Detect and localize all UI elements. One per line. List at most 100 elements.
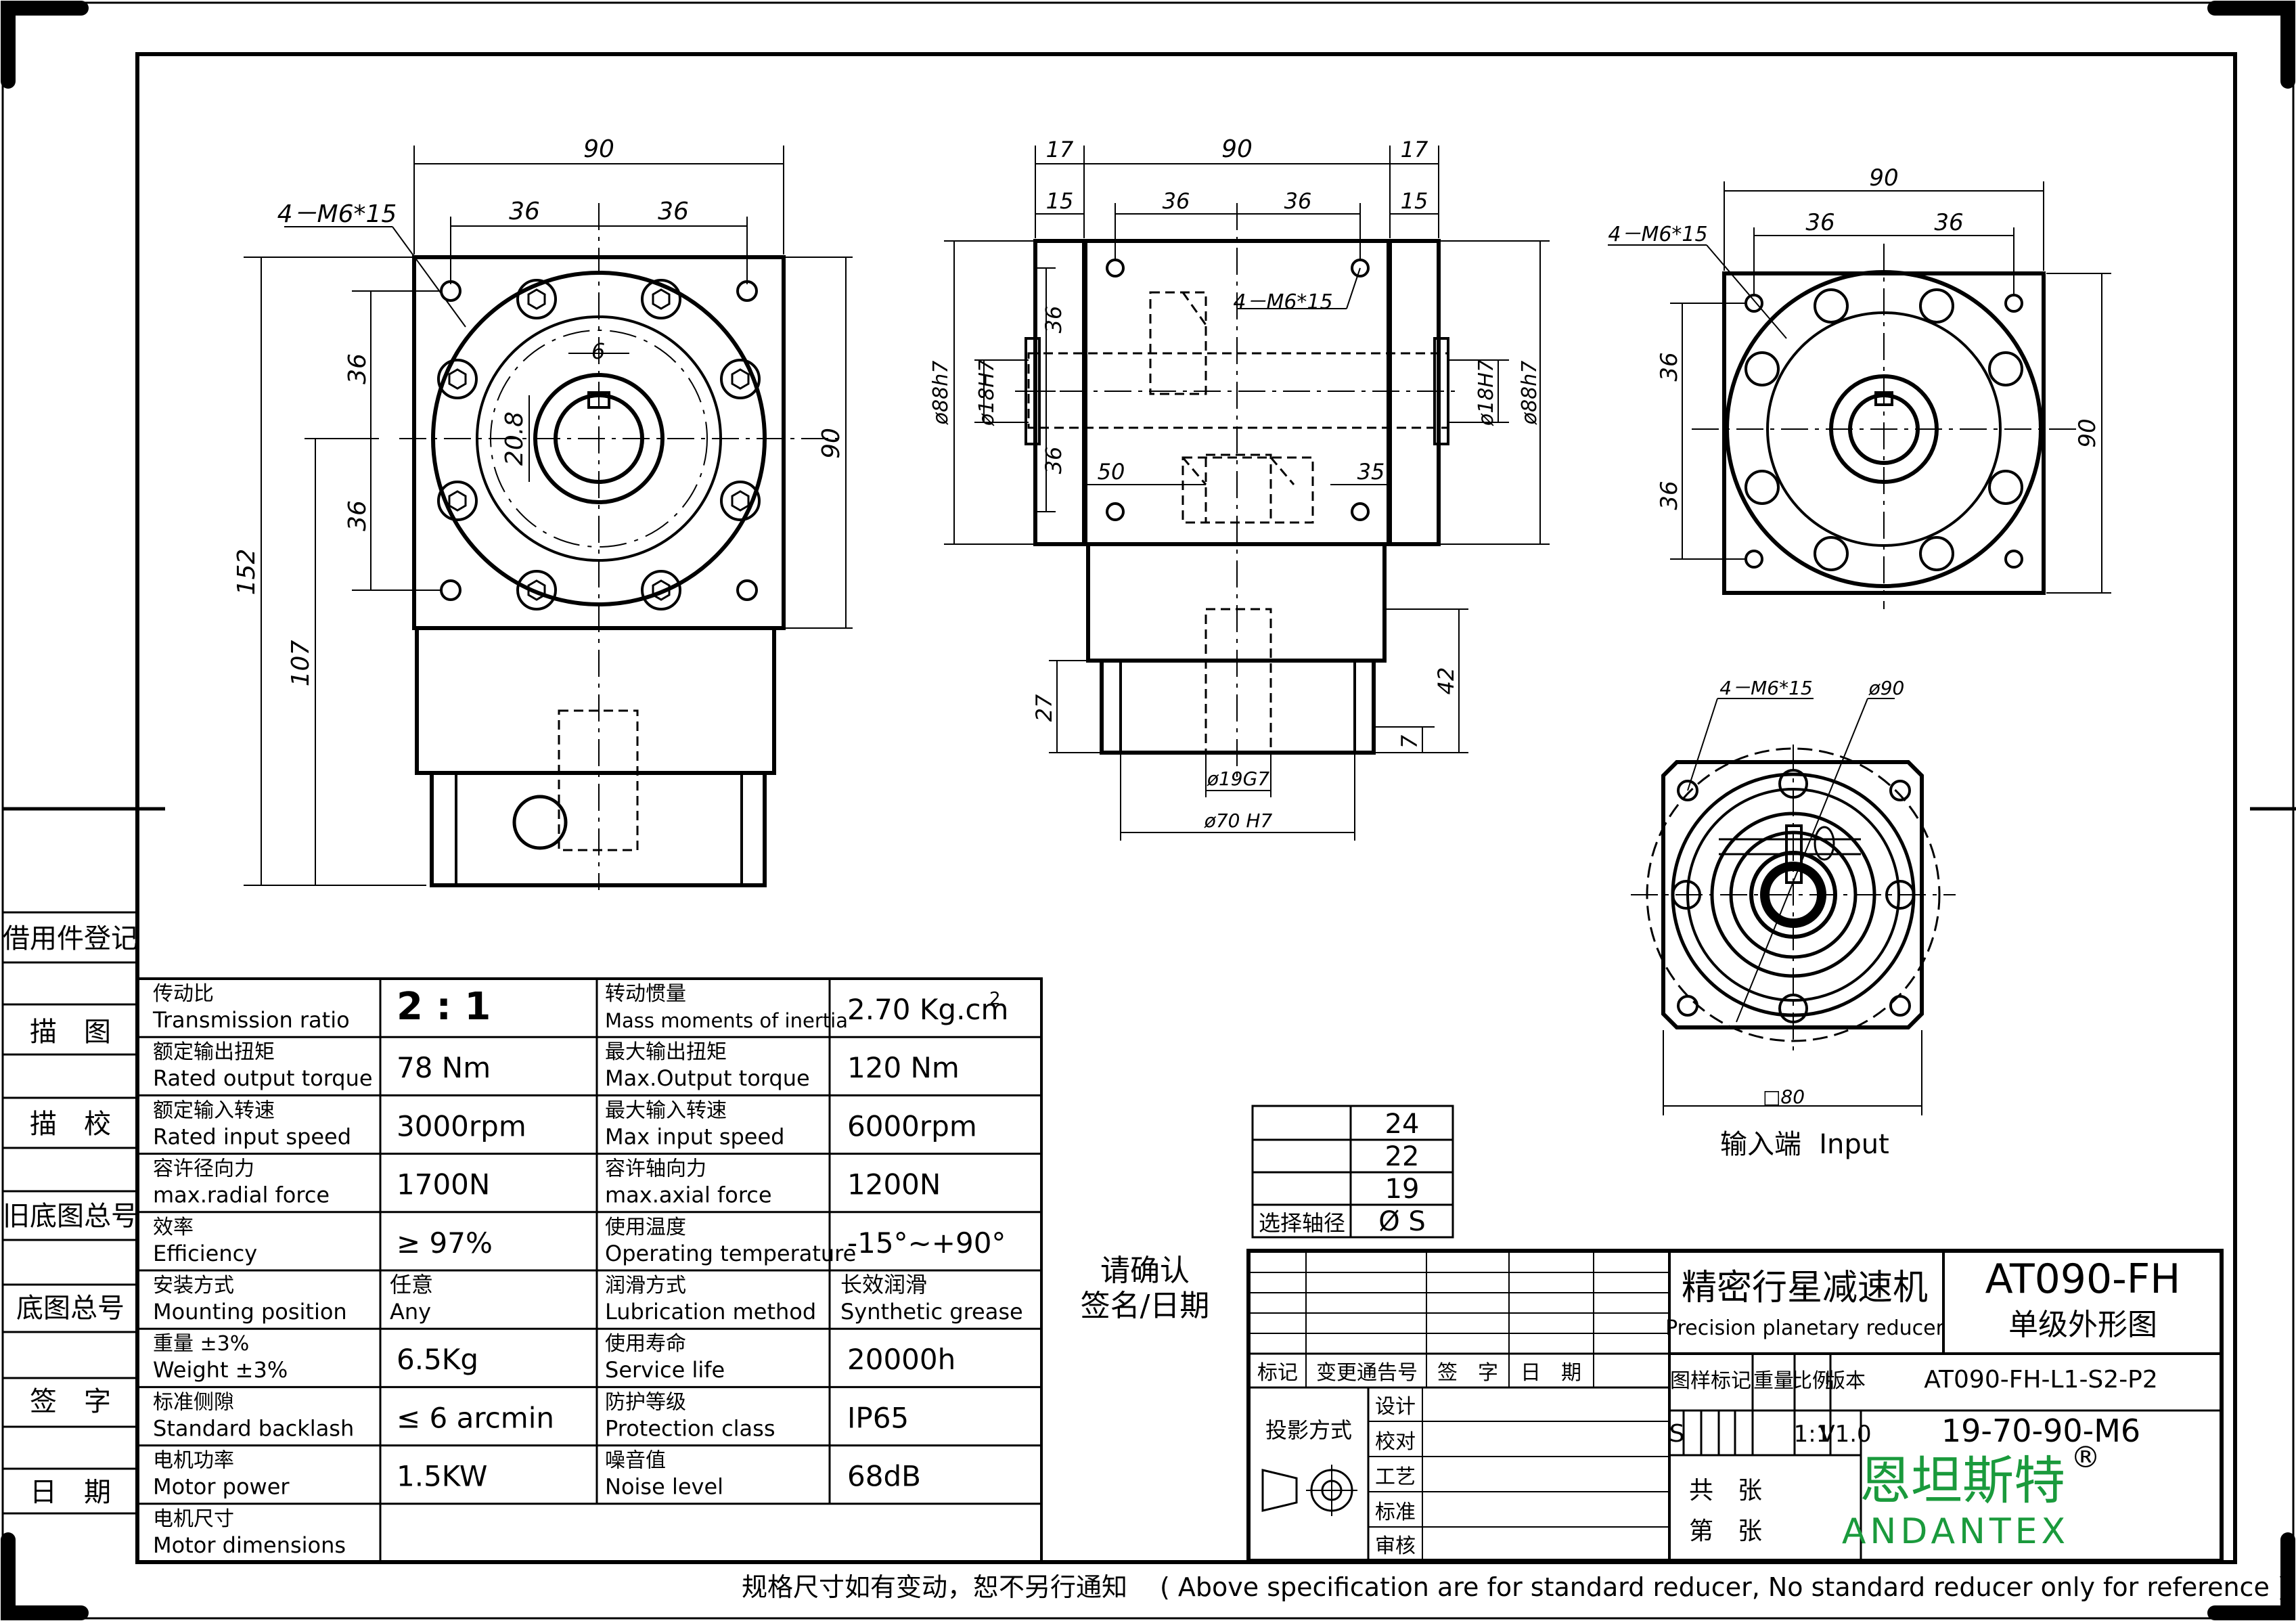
input-label-en: Input (1819, 1129, 1889, 1160)
dim-label: 36 (1041, 447, 1066, 474)
spec-label-cn: 额定输出扭矩 (153, 1040, 275, 1064)
dim-label: 90 (2074, 418, 2101, 447)
spec-value: 6.5Kg (397, 1343, 478, 1376)
role-label: 工艺 (1375, 1465, 1416, 1489)
view-input-dimensions: 90 36 36 4－M6*15 36 36 90 (1608, 164, 2101, 510)
revision-header: 标记 (1257, 1361, 1298, 1385)
dim-label: 36 (1284, 188, 1312, 214)
spec-value: ≤ 6 arcmin (397, 1401, 554, 1434)
spec-value: 1.5KW (397, 1460, 487, 1493)
dim-label: 36 (509, 198, 540, 225)
confirm-line1: 请确认 (1100, 1253, 1190, 1288)
drawing-mark: S (1669, 1420, 1685, 1448)
spec-label-en: Weight ±3% (153, 1357, 288, 1383)
shaft-label: 选择轴径 (1259, 1210, 1345, 1236)
dim-label: 6 (591, 338, 605, 364)
spec-label-en: Motor power (153, 1474, 290, 1500)
spec-label-cn: 电机尺寸 (153, 1507, 234, 1531)
side-registration-column: 借用件登记 描 图 描 校 旧底图总号 底图总号 签 字 日 期 (3, 911, 138, 1515)
spec-label-en: max.axial force (605, 1182, 772, 1208)
dim-label: 90 (817, 428, 845, 459)
spec-label-cn: 容许轴向力 (605, 1157, 706, 1181)
spec-label-cn: 额定输入转速 (153, 1098, 275, 1122)
view-side-dimensions: 17 90 17 15 36 36 15 4－M6*15 ø88h7 ø18H7… (929, 135, 1541, 832)
side-label: 日 期 (30, 1477, 111, 1508)
dim-label: 27 (1031, 694, 1057, 721)
dim-label: 17 (1046, 137, 1074, 162)
revision-header: 变更通告号 (1316, 1361, 1418, 1385)
dim-label: 90 (583, 135, 614, 163)
spec-label-cn: 使用温度 (605, 1216, 686, 1239)
spec-value: 1700N (397, 1168, 490, 1201)
spec-label-cn: 防护等级 (605, 1390, 686, 1414)
scale-value: 1:1 (1794, 1421, 1831, 1448)
spec-label-en: Transmission ratio (152, 1007, 350, 1033)
spec-value: IP65 (847, 1401, 909, 1434)
title-block: 精密行星减速机 Precision planetary reducer AT09… (1246, 1249, 2224, 1563)
dim-label: 36 (1934, 209, 1963, 236)
dim-label: 7 (1397, 734, 1422, 749)
spec-label-cn: 传动比 (153, 982, 214, 1006)
dim-label: 4－M6*15 (1233, 290, 1332, 314)
spec-value: 78 Nm (397, 1051, 491, 1084)
input-label-cn: 输入端 (1720, 1129, 1801, 1160)
spec-label-en: Service life (605, 1357, 725, 1383)
spec-label-cn: 最大输出扭矩 (605, 1040, 727, 1064)
side-label: 签 字 (30, 1386, 111, 1417)
shaft-value: 24 (1385, 1109, 1420, 1140)
shaft-selection-table: 24 22 19 Ø S 选择轴径 (1251, 1105, 1454, 1239)
spec-label-cn: 效率 (153, 1216, 194, 1239)
spec-value: 1200N (847, 1168, 941, 1201)
view-output-side (244, 146, 853, 890)
view-side-section (944, 146, 1550, 841)
spec-label-en: Rated output torque (153, 1065, 373, 1091)
view-output-dimensions: 90 36 36 4－M6*15 6 36 36 20.8 90 152 107 (233, 135, 845, 686)
dim-label: 35 (1357, 459, 1385, 485)
product-name-cn: 精密行星减速机 (1682, 1268, 1928, 1308)
dim-label: 36 (1163, 188, 1190, 214)
spec-label-cn: 容许径向力 (153, 1157, 254, 1181)
meta-header: 版本 (1825, 1369, 1866, 1393)
spec-label-en: Protection class (605, 1415, 775, 1441)
shaft-value: 22 (1385, 1141, 1420, 1172)
role-label: 设计 (1375, 1395, 1416, 1419)
role-label: 校对 (1375, 1430, 1416, 1454)
dim-label: ø19G7 (1207, 768, 1269, 790)
side-label: 描 图 (30, 1017, 111, 1048)
spec-value: 6000rpm (847, 1109, 977, 1142)
spec-value: ≥ 97% (397, 1226, 493, 1260)
spec-value: Any (390, 1299, 431, 1325)
dim-label: 36 (1805, 209, 1834, 236)
shaft-value: 19 (1385, 1174, 1420, 1205)
company-name-cn: 恩坦斯特 (1860, 1450, 2065, 1511)
drawing-type: 单级外形图 (2008, 1308, 2157, 1342)
confirm-signature: 请确认 签名/日期 (1081, 1253, 1210, 1323)
spec-label-en: Rated input speed (153, 1124, 351, 1149)
footer-note-en: ( Above specification are for standard r… (1160, 1572, 2288, 1602)
spec-label-en: Motor dimensions (153, 1532, 346, 1558)
dim-label: 4－M6*15 (1608, 223, 1707, 246)
spec-label-cn: 电机功率 (153, 1449, 234, 1473)
dim-label: 17 (1401, 137, 1428, 162)
dim-label: ø88h7 (929, 361, 953, 426)
spec-label-cn: 润滑方式 (605, 1274, 686, 1297)
spec-label-en: Mass moments of inertia (605, 1009, 848, 1032)
side-label: 借用件登记 (3, 923, 138, 954)
dim-label: 90 (1869, 164, 1898, 192)
side-label: 旧底图总号 (3, 1201, 138, 1232)
revision-header: 签 字 (1437, 1361, 1498, 1385)
spec-value-cn: 长效润滑 (840, 1272, 927, 1297)
dim-label: 4－M6*15 (277, 200, 397, 228)
spec-label-en: max.radial force (153, 1182, 330, 1208)
spec-value: 120 Nm (847, 1051, 960, 1084)
side-label: 描 校 (30, 1109, 111, 1140)
spec-value-cn: 任意 (390, 1272, 433, 1297)
meta-header: 重量 (1753, 1369, 1794, 1393)
view-input-flange-labels: 4－M6*15 ø90 □80 输入端 Input (1719, 677, 1904, 1160)
spec-label-en: Operating temperature (605, 1241, 856, 1266)
dim-label: 36 (344, 353, 372, 384)
spec-label-en: Max input speed (605, 1124, 784, 1149)
meta-header: 比例 (1792, 1369, 1832, 1393)
